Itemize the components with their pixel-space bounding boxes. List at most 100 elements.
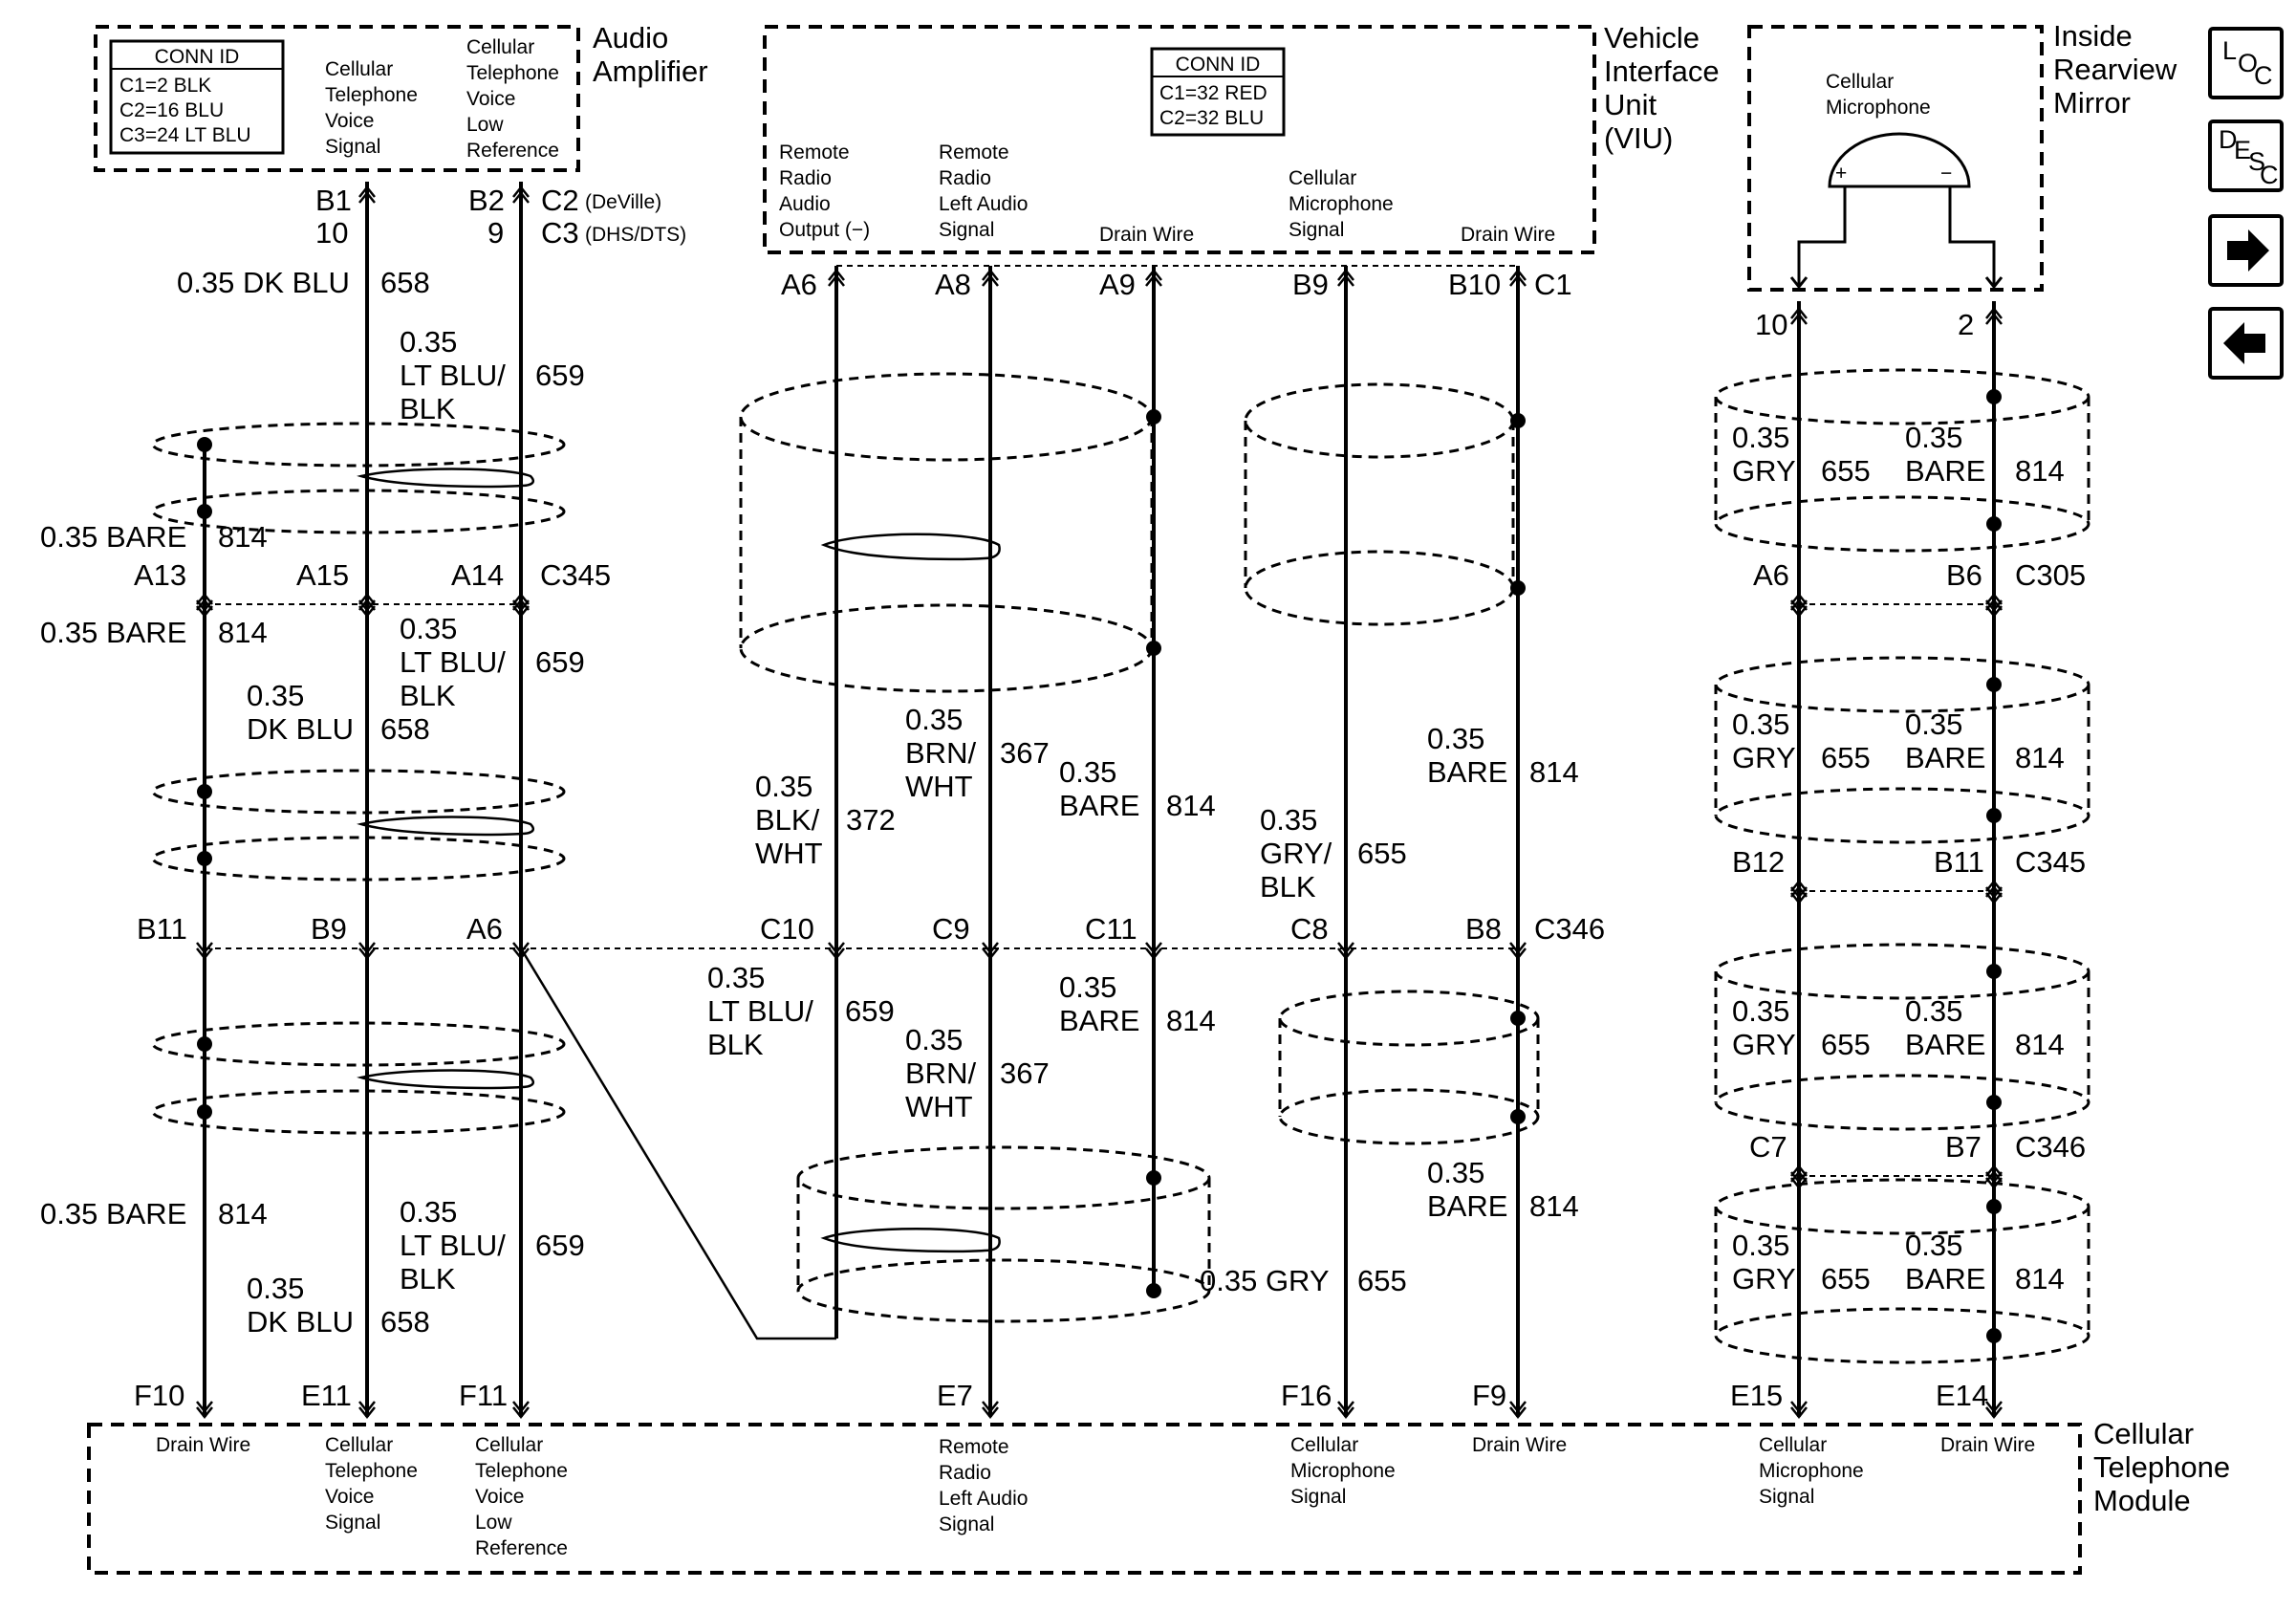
desc-letter: E (2234, 136, 2251, 164)
connector-label: C2 (541, 184, 579, 217)
circuit-number: 372 (846, 803, 896, 837)
connector-arrow-mark (982, 1401, 999, 1420)
connector-arrow-mark (1509, 1401, 1527, 1420)
pin-label: B11 (1934, 845, 1984, 879)
circuit-number: 655 (1357, 1264, 1407, 1297)
connector-arrow-mark (1337, 942, 1354, 961)
circuit-number: 814 (1529, 1189, 1579, 1223)
circuit-number: 367 (1000, 1056, 1050, 1090)
pin-label: A6 (466, 912, 503, 946)
connector-arrow-mark (358, 942, 376, 961)
circuit-number: 814 (218, 1197, 268, 1230)
circuit-number: 367 (1000, 736, 1050, 770)
connector-arrow-mark (828, 268, 845, 287)
pin-label: 10 (1755, 308, 1787, 341)
forward-arrow-button[interactable] (2208, 214, 2284, 287)
conn-id-title: CONN ID (1176, 54, 1261, 76)
circuit-number: 814 (2015, 741, 2065, 774)
connector-arrow-mark (1790, 1401, 1808, 1420)
connector-arrow-mark (1337, 268, 1354, 287)
mirror-pin-labels: 10 2 (1755, 308, 1974, 341)
pin-label: 9 (487, 216, 504, 250)
pin-label: C8 (1290, 912, 1329, 946)
arrow-right-icon (2227, 229, 2269, 272)
pin-label: A14 (451, 558, 504, 592)
circuit-number: 655 (1821, 741, 1871, 774)
wire-color-label: 0.35 BARE (40, 520, 186, 554)
pin-label: C7 (1749, 1130, 1787, 1164)
loc-button[interactable]: L O C (2208, 27, 2284, 99)
conn-id-row: C2=32 BLU (1159, 107, 1264, 129)
conn-id-title: CONN ID (155, 46, 240, 68)
connector-label: C3 (541, 216, 579, 250)
connector-lines (205, 265, 1994, 1177)
connector-label: C1 (1534, 268, 1572, 301)
circuit-number: 814 (1529, 755, 1579, 789)
connector-arrow-mark (512, 942, 530, 961)
connector-arrow-mark (512, 599, 530, 619)
connector-label: C305 (2015, 558, 2086, 592)
back-arrow-button[interactable] (2208, 307, 2284, 380)
pin-label: F11 (459, 1379, 508, 1412)
pin-label: 10 (315, 216, 348, 250)
connector-arrow-mark (1790, 306, 1808, 325)
pin-label: C11 (1085, 912, 1137, 946)
pin-label: B11 (137, 912, 187, 946)
desc-button[interactable]: D E S C (2208, 120, 2284, 192)
conn-id-row: C1=32 RED (1159, 82, 1267, 104)
connector-arrow-mark (1790, 886, 1808, 905)
viu-pin-labels: A6 A8 A9 B9 B10 C1 (781, 268, 1572, 301)
connector-arrow-mark (1985, 592, 2003, 611)
arrow-left-icon (2223, 322, 2265, 364)
desc-letter: S (2248, 147, 2265, 176)
connector-label: C346 (2015, 1130, 2086, 1164)
microphone-symbol (1828, 132, 1971, 188)
connector-c345-left: A13 A15 A14 C345 (134, 558, 611, 592)
connector-arrow-mark (196, 942, 213, 961)
connector-c346-main: B11 B9 A6 C10 C9 C11 C8 B8 C346 (137, 912, 1605, 946)
connector-note: (DeVille) (585, 191, 661, 213)
circuit-number: 814 (2015, 1028, 2065, 1061)
connector-arrow-mark (196, 592, 213, 611)
connector-c305: A6 B6 C305 (1753, 558, 2086, 592)
circuit-number: 658 (380, 712, 430, 746)
wire-color-label: 0.35 BARE (40, 1197, 186, 1230)
wire-runs (203, 182, 1996, 1417)
pin-label: E7 (937, 1379, 973, 1412)
connector-c346-right: C7 B7 C346 (1749, 1130, 2086, 1164)
pin-label: A8 (935, 268, 971, 301)
connector-arrow-mark (512, 185, 530, 204)
wire-color-label: 0.35 DK BLU (177, 266, 350, 299)
conn-id-row: C2=16 BLU (119, 99, 224, 121)
connector-arrow-mark (1145, 268, 1162, 287)
pin-label: B7 (1945, 1130, 1982, 1164)
splice-dots (197, 389, 2002, 1343)
circuit-number: 814 (2015, 454, 2065, 488)
connector-arrow-mark (1985, 879, 2003, 898)
circuit-number: 659 (535, 645, 585, 679)
